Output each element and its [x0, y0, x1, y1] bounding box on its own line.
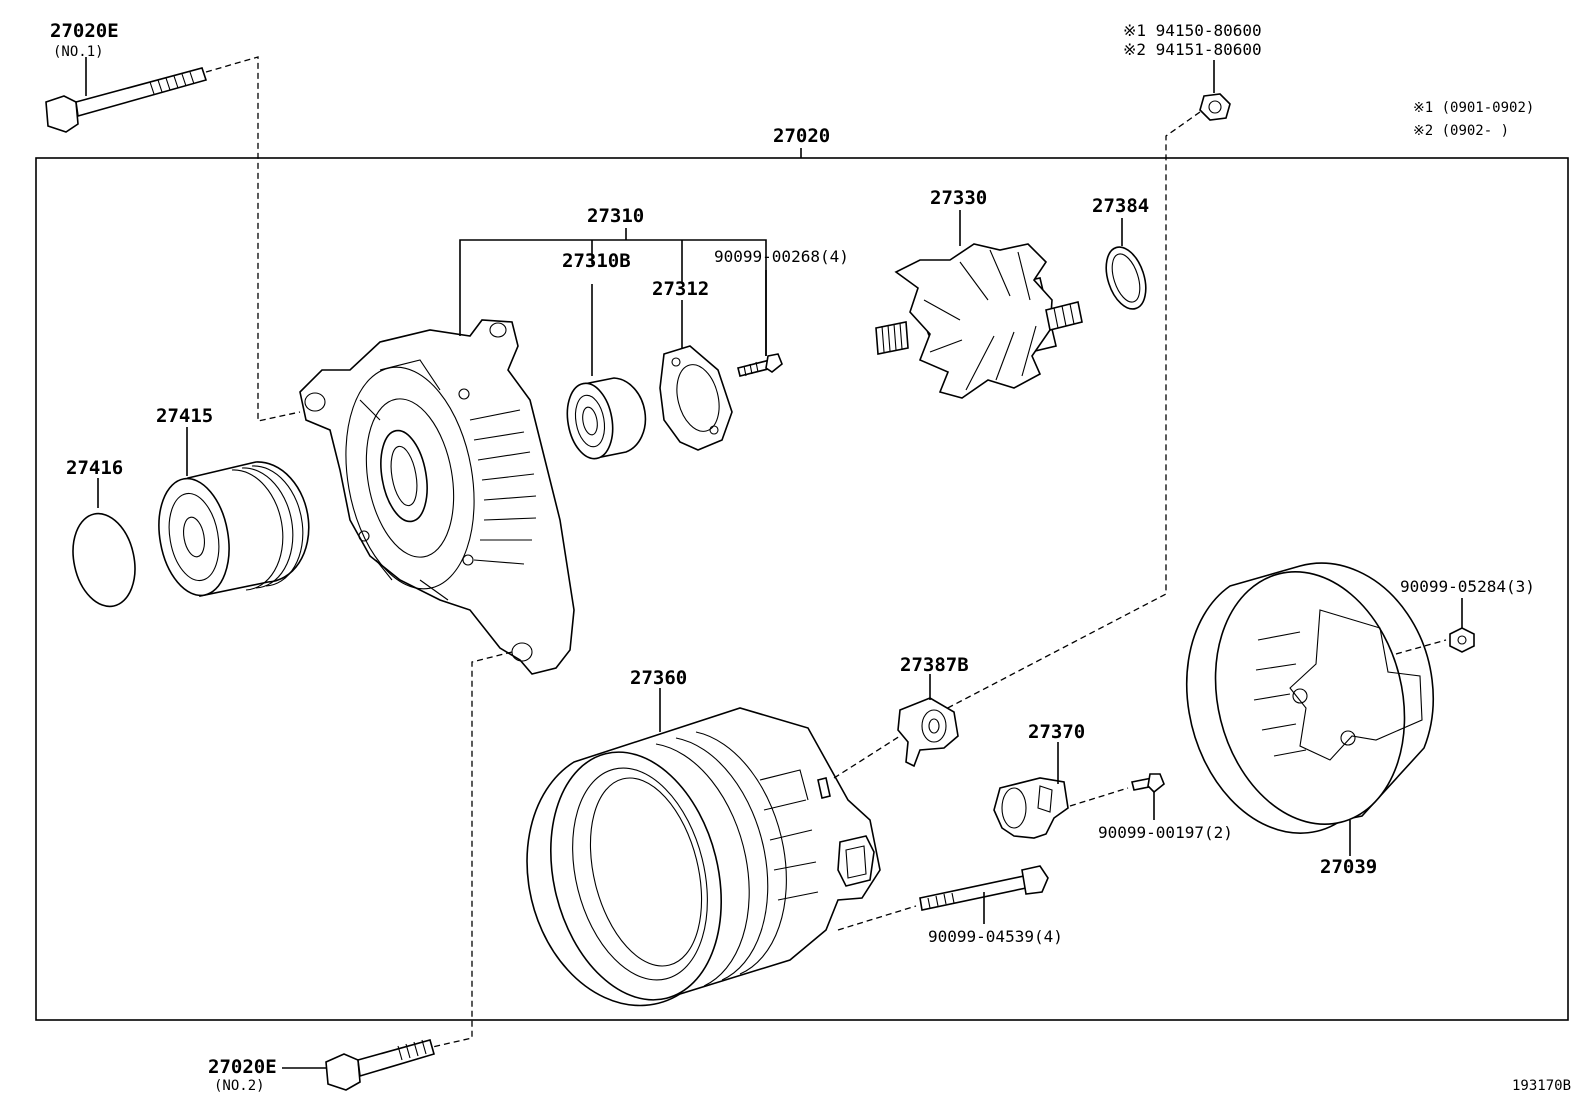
- stator-frame-number: 27360: [630, 667, 687, 689]
- through-bolt-90099-04539: [919, 865, 1049, 911]
- bearing-27310b: [566, 377, 647, 460]
- screw-90099-00268: [737, 353, 783, 377]
- plate-screw-number: 90099-00268(4): [714, 247, 849, 266]
- date-range-1: ※1 (0901-0902): [1413, 100, 1534, 116]
- brush-screw-number: 90099-00197(2): [1098, 823, 1233, 842]
- rear-cover-number: 27039: [1320, 856, 1377, 878]
- bolt-no2-number: 27020E: [208, 1056, 277, 1078]
- nut-90099-05284: [1449, 627, 1475, 653]
- bolt-no2-note: (NO.2): [214, 1078, 265, 1094]
- nut-top-ref-2: ※2 94151-80600: [1123, 40, 1262, 59]
- cover-nut-number: 90099-05284(3): [1400, 577, 1535, 596]
- rotor-27330: [875, 243, 1083, 399]
- bolt-no1-note: (NO.1): [53, 44, 104, 60]
- rotor-ring-27384: [1105, 246, 1147, 310]
- rotor-ring-number: 27384: [1092, 195, 1149, 217]
- brush-holder-number: 27370: [1028, 721, 1085, 743]
- bolt-27020e-no1: [45, 67, 208, 133]
- screw-90099-00197: [1131, 773, 1165, 794]
- pulley-cap-27416: [72, 512, 136, 608]
- bolt-no1-number: 27020E: [50, 20, 119, 42]
- pulley-27415: [158, 461, 310, 597]
- bolt-27020e-no2: [325, 1039, 435, 1091]
- bearing-number: 27310B: [562, 250, 631, 272]
- brush-holder-27370: [993, 777, 1069, 839]
- terminal-insulator-27387b: [897, 697, 959, 768]
- date-range-2: ※2 (0902- ): [1413, 123, 1509, 139]
- bearing-retainer-27312: [659, 345, 733, 451]
- rear-cover-27039: [1185, 562, 1434, 834]
- pulley-number: 27415: [156, 405, 213, 427]
- through-bolt-number: 90099-04539(4): [928, 927, 1063, 946]
- rotor-number: 27330: [930, 187, 987, 209]
- figure-id: 193170B: [1512, 1078, 1571, 1094]
- drive-end-frame-27310: [299, 319, 575, 675]
- plate-number: 27312: [652, 278, 709, 300]
- pulley-cap-number: 27416: [66, 457, 123, 479]
- assembly-label: 27020: [773, 125, 830, 147]
- rectifier-end-frame-27360: [526, 707, 881, 1007]
- nut-94150-80600: [1199, 93, 1231, 121]
- nut-top-ref-1: ※1 94150-80600: [1123, 21, 1262, 40]
- terminal-insulator-number: 27387B: [900, 654, 969, 676]
- frame-group-number: 27310: [587, 205, 644, 227]
- assembly-boundary-box: [35, 157, 1569, 1021]
